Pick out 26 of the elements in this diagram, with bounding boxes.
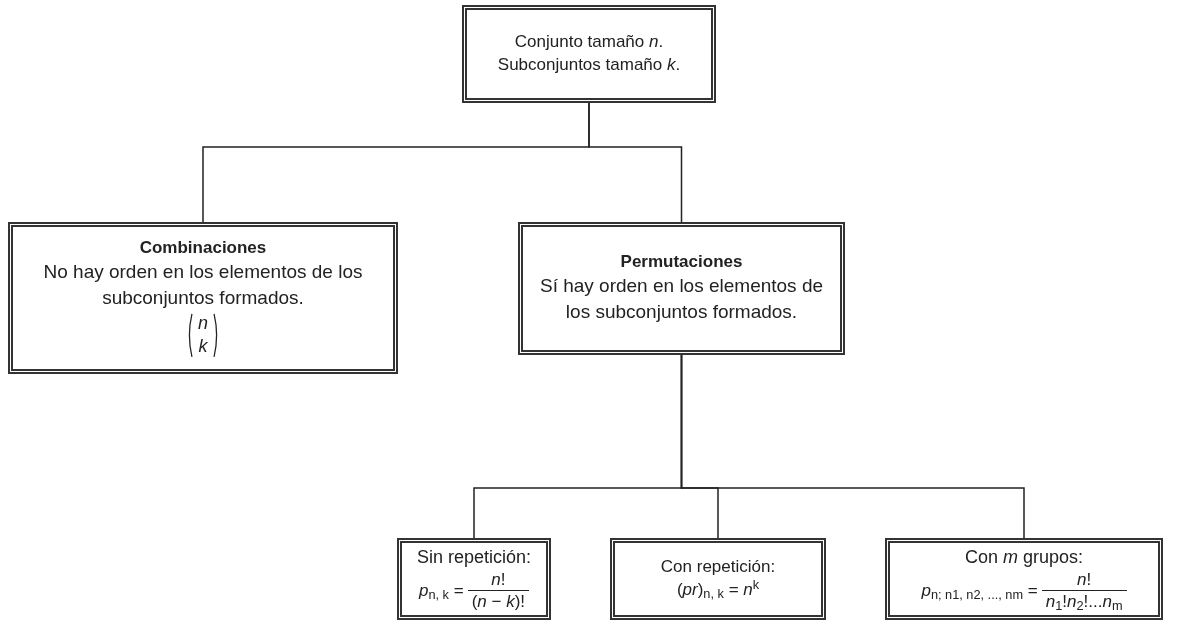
connector-line: [588, 102, 683, 223]
binomial-bottom: k: [198, 335, 208, 359]
box-heading: Con m grupos:: [964, 546, 1084, 569]
double-border-box: [397, 538, 551, 620]
box-heading: Combinaciones: [139, 237, 267, 259]
fraction-denominator: (n − k)!: [470, 590, 527, 612]
fraction-denominator: n$_{1}$!n$_{2}$!...n$_{m}$: [1044, 590, 1124, 612]
fraction-numerator: n!: [490, 568, 507, 590]
formula-lhs: p$_{n; n1, n2, ..., nm}$ =: [921, 579, 1038, 603]
box-description: Sí hay orden en los elementos de los subconjuntos formados.: [538, 273, 825, 325]
box-text: Subconjuntos tamaño k.: [497, 54, 681, 76]
box-heading: Permutaciones: [620, 251, 743, 273]
double-border-box: [8, 222, 398, 374]
binomial-top: n: [198, 311, 208, 335]
box-text: Conjunto tamaño n.: [514, 31, 664, 54]
fraction-numerator: n!: [1076, 568, 1093, 590]
box-text: (pr)$_{n, k}$ = n$^{k}$: [676, 579, 760, 602]
double-border-box: [518, 222, 845, 355]
double-border-box: [462, 5, 716, 103]
double-border-box: [885, 538, 1163, 620]
connector-line: [680, 354, 1025, 539]
box-heading: Sin repetición:: [416, 546, 532, 569]
box-description: No hay orden en los elementos de los subconjuntos formados.: [42, 259, 364, 311]
double-border-box: [610, 538, 826, 620]
formula-lhs: p$_{n, k}$ =: [418, 579, 464, 603]
box-text: Con repetición:: [660, 556, 776, 579]
